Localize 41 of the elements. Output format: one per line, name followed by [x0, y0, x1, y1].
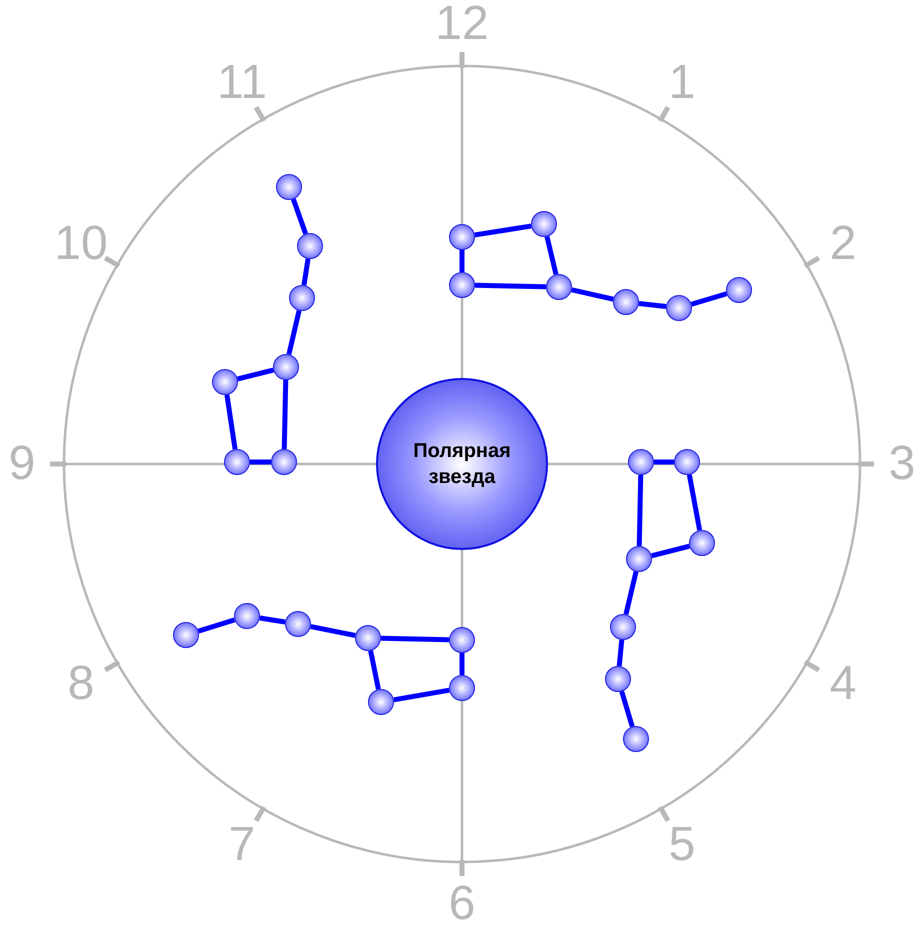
- connector-line: [650, 544, 690, 558]
- hour-number: 6: [448, 880, 476, 928]
- hour-number: 5: [668, 821, 696, 870]
- hour-number: 3: [888, 440, 916, 488]
- connector-line: [616, 640, 624, 666]
- hour-number: 1: [668, 58, 696, 107]
- hour-number: 10: [54, 220, 108, 268]
- connector-line: [368, 650, 381, 690]
- connector-line: [237, 368, 274, 382]
- hour-number: 9: [8, 440, 36, 488]
- connector-line: [259, 616, 286, 624]
- star-name: Полярная звезда: [412, 439, 512, 490]
- hour-number: 12: [435, 0, 489, 48]
- connector-line: [460, 653, 464, 675]
- hour-number: 7: [228, 821, 256, 870]
- connector-line: [686, 474, 702, 531]
- connector-line: [250, 460, 271, 464]
- connector-line: [571, 287, 614, 302]
- connector-line: [624, 571, 638, 615]
- connector-line: [282, 380, 288, 450]
- connector-line: [654, 460, 674, 464]
- hour-number: 8: [68, 660, 94, 708]
- connector-line: [544, 236, 558, 275]
- connector-line: [393, 688, 450, 702]
- connector-line: [291, 198, 308, 235]
- connector-line: [690, 291, 728, 307]
- hour-number: 2: [830, 220, 856, 268]
- connector-line: [619, 690, 635, 728]
- connector-line: [286, 310, 302, 355]
- connector-line: [198, 617, 236, 634]
- connector-line: [310, 624, 356, 638]
- connector-line: [302, 258, 310, 286]
- connector-line: [460, 250, 464, 272]
- connector-line: [474, 282, 546, 290]
- connector-line: [380, 636, 450, 642]
- connector-line: [638, 300, 666, 310]
- connector-line: [636, 474, 644, 546]
- connector-line: [474, 224, 532, 238]
- connector-line: [224, 394, 238, 450]
- hour-number: 4: [830, 660, 856, 708]
- hour-number: 11: [217, 58, 267, 107]
